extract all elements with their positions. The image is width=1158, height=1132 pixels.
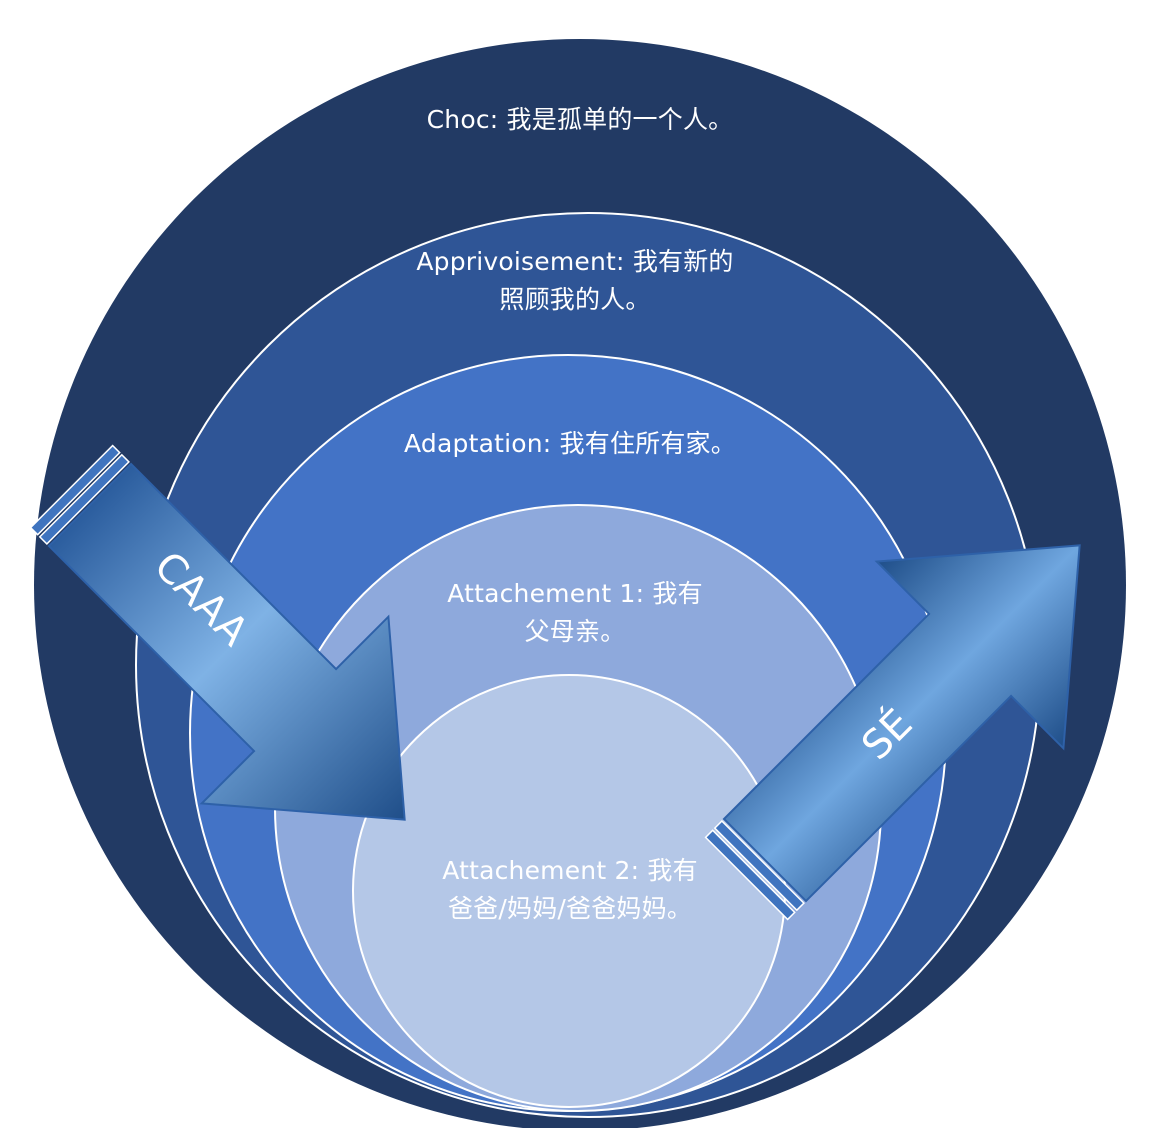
label-apprivoisement-line-2: 照顾我的人。 <box>499 285 651 314</box>
arrow-caaa: CAAA <box>29 444 406 821</box>
label-attachement-2: Attachement 2: 我有 爸爸/妈妈/爸爸妈妈。 <box>380 852 760 928</box>
label-choc-line-1: Choc: 我是孤单的一个人。 <box>426 105 734 134</box>
label-attachement-1: Attachement 1: 我有 父母亲。 <box>385 575 765 651</box>
label-adaptation: Adaptation: 我有住所有家。 <box>320 425 820 463</box>
label-attachement-1-line-1: Attachement 1: 我有 <box>447 579 703 608</box>
label-attachement-2-line-1: Attachement 2: 我有 <box>442 856 698 885</box>
label-attachement-2-line-2: 爸爸/妈妈/爸爸妈妈。 <box>447 894 693 923</box>
label-attachement-1-line-2: 父母亲。 <box>524 617 626 646</box>
label-choc: Choc: 我是孤单的一个人。 <box>330 101 830 139</box>
label-apprivoisement-line-1: Apprivoisement: 我有新的 <box>416 247 734 276</box>
label-adaptation-line-1: Adaptation: 我有住所有家。 <box>404 429 736 458</box>
label-apprivoisement: Apprivoisement: 我有新的 照顾我的人。 <box>340 243 810 319</box>
arrow-se: SÉ <box>704 544 1081 921</box>
